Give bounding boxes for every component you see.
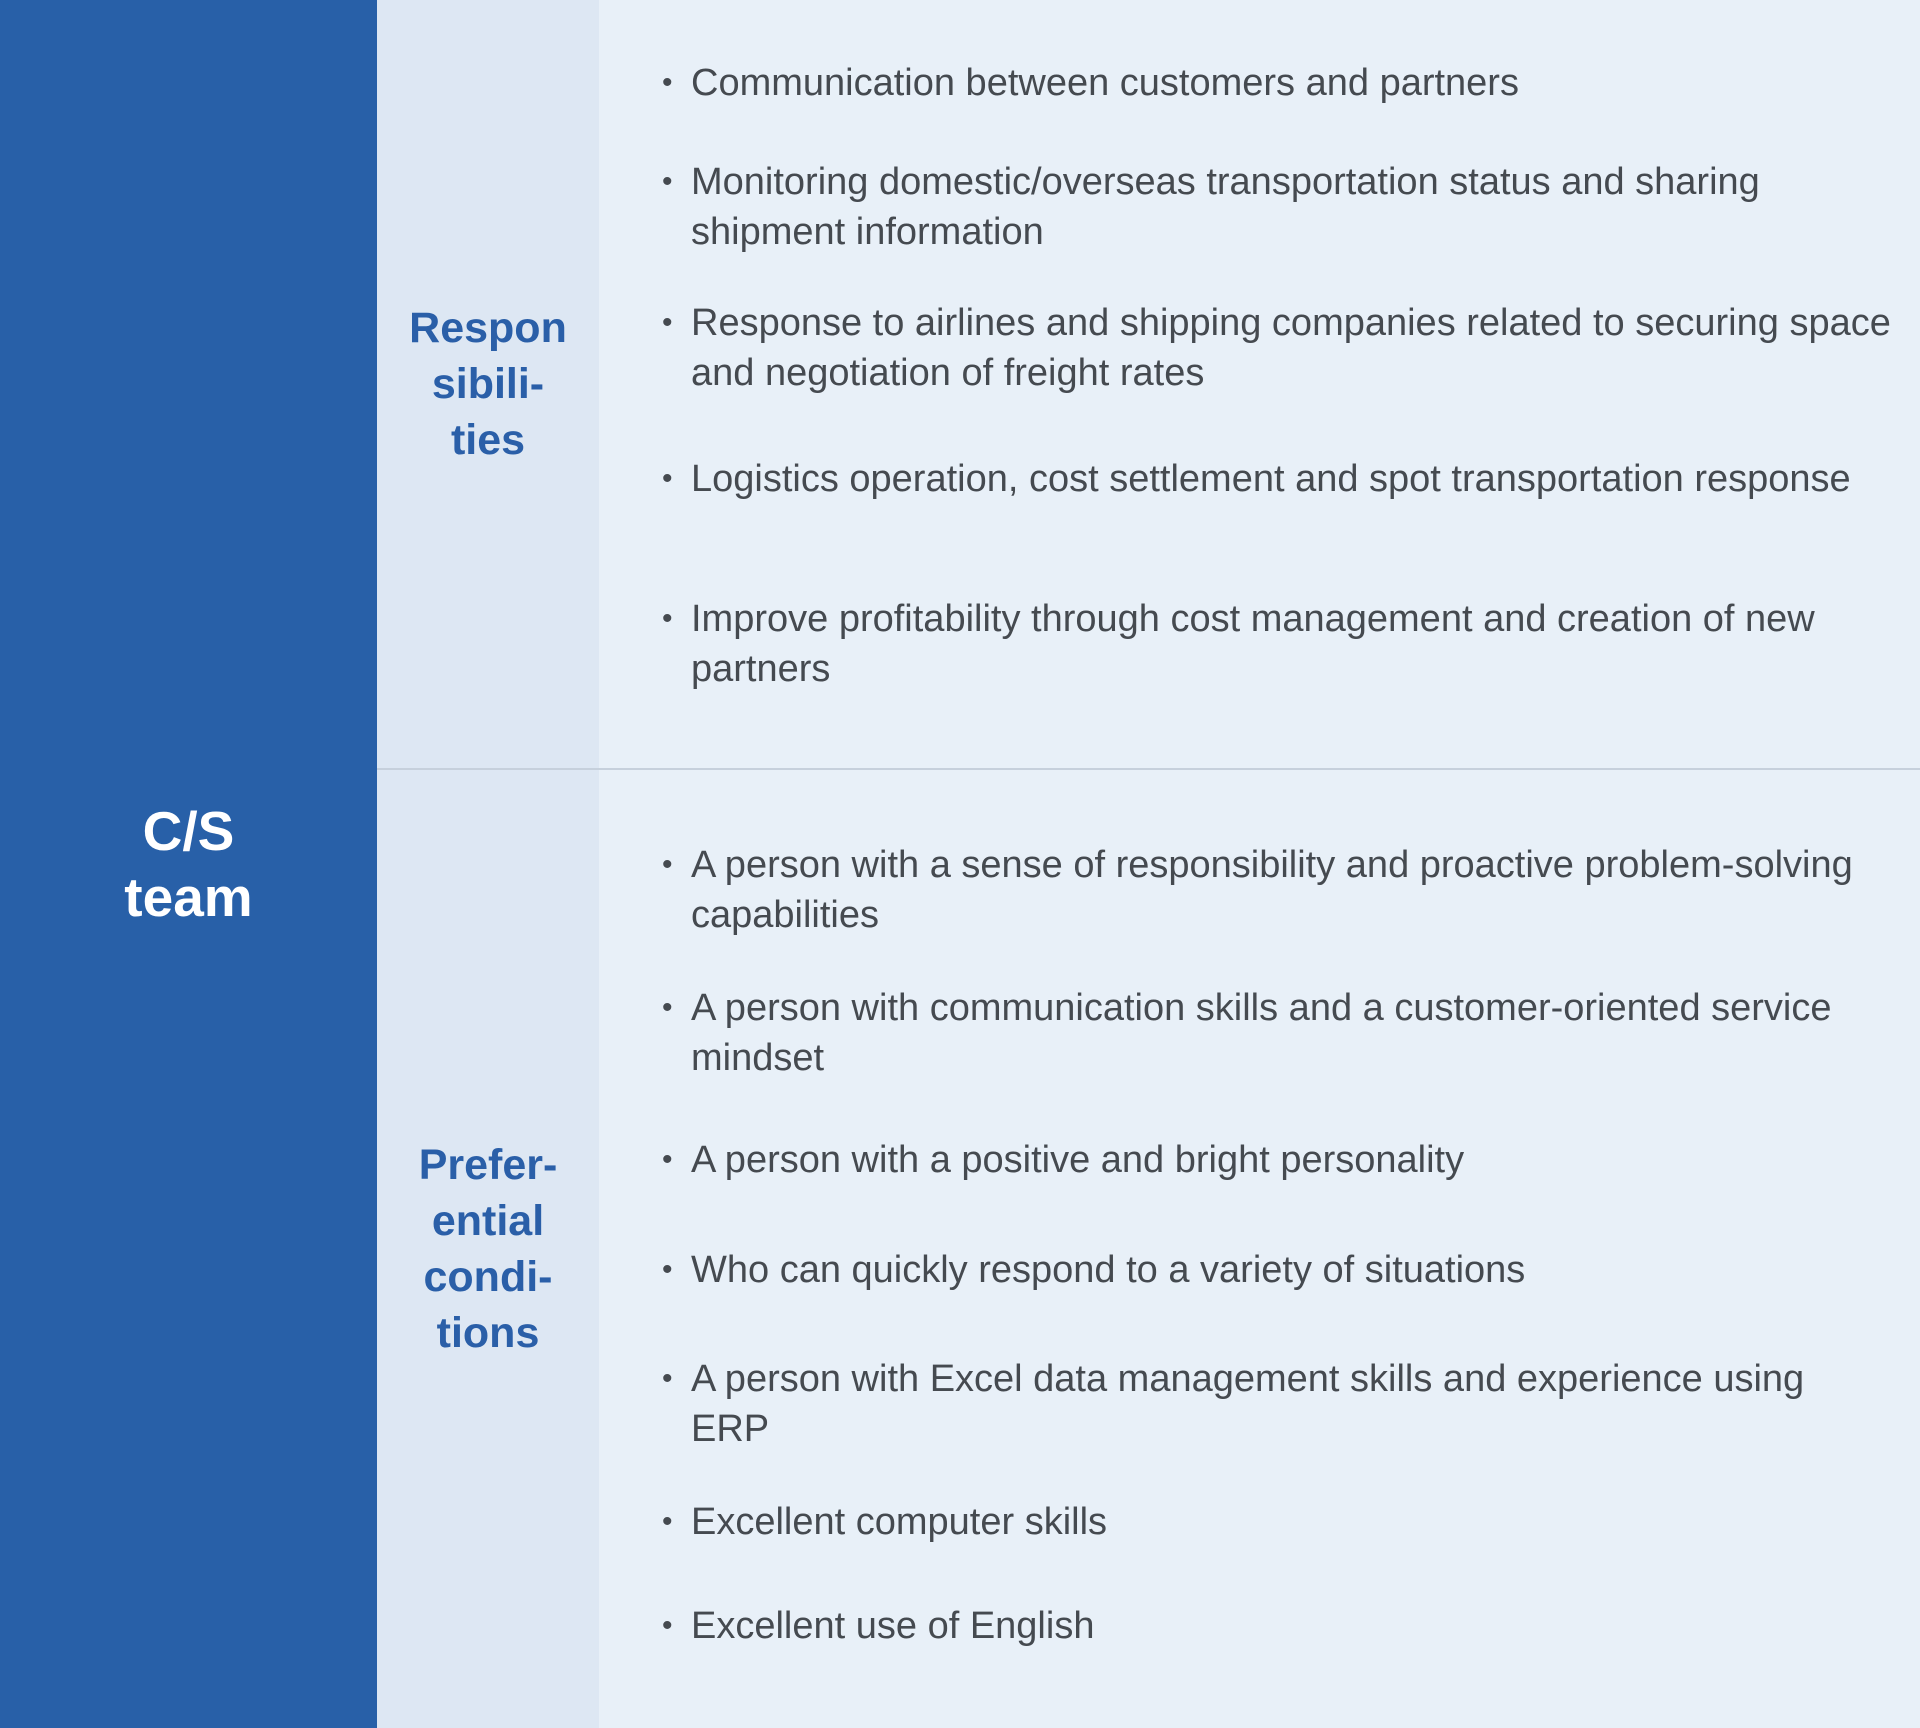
list-item: A person with a positive and bright pers… <box>662 1135 1891 1185</box>
responsibilities-label: Respon sibili- ties <box>409 304 567 464</box>
team-column: C/S team <box>0 0 377 1728</box>
list-item: Who can quickly respond to a variety of … <box>662 1245 1891 1295</box>
list-item: Response to airlines and shipping compan… <box>662 298 1891 398</box>
preferential-conditions-section: Prefer- ential condi- tions A person wit… <box>377 770 1920 1728</box>
list-item: Logistics operation, cost settlement and… <box>662 454 1891 504</box>
list-item: Monitoring domestic/overseas transportat… <box>662 157 1891 257</box>
list-item: Excellent use of English <box>662 1601 1891 1651</box>
preferential-label: Prefer- ential condi- tions <box>418 1141 558 1357</box>
list-item: Improve profitability through cost manag… <box>662 594 1891 694</box>
responsibilities-label-column: Respon sibili- ties <box>377 0 599 768</box>
list-item: A person with communication skills and a… <box>662 983 1891 1083</box>
responsibilities-section: Respon sibili- ties Communication betwee… <box>377 0 1920 770</box>
list-item: Excellent computer skills <box>662 1497 1891 1547</box>
list-item: Communication between customers and part… <box>662 58 1891 108</box>
preferential-label-column: Prefer- ential condi- tions <box>377 770 599 1728</box>
preferential-items: A person with a sense of responsibility … <box>599 770 1920 1728</box>
team-label: C/S team <box>124 800 253 928</box>
list-item: A person with a sense of responsibility … <box>662 840 1891 940</box>
content-area: Respon sibili- ties Communication betwee… <box>377 0 1920 1728</box>
responsibilities-items: Communication between customers and part… <box>599 0 1920 768</box>
list-item: A person with Excel data management skil… <box>662 1354 1891 1454</box>
